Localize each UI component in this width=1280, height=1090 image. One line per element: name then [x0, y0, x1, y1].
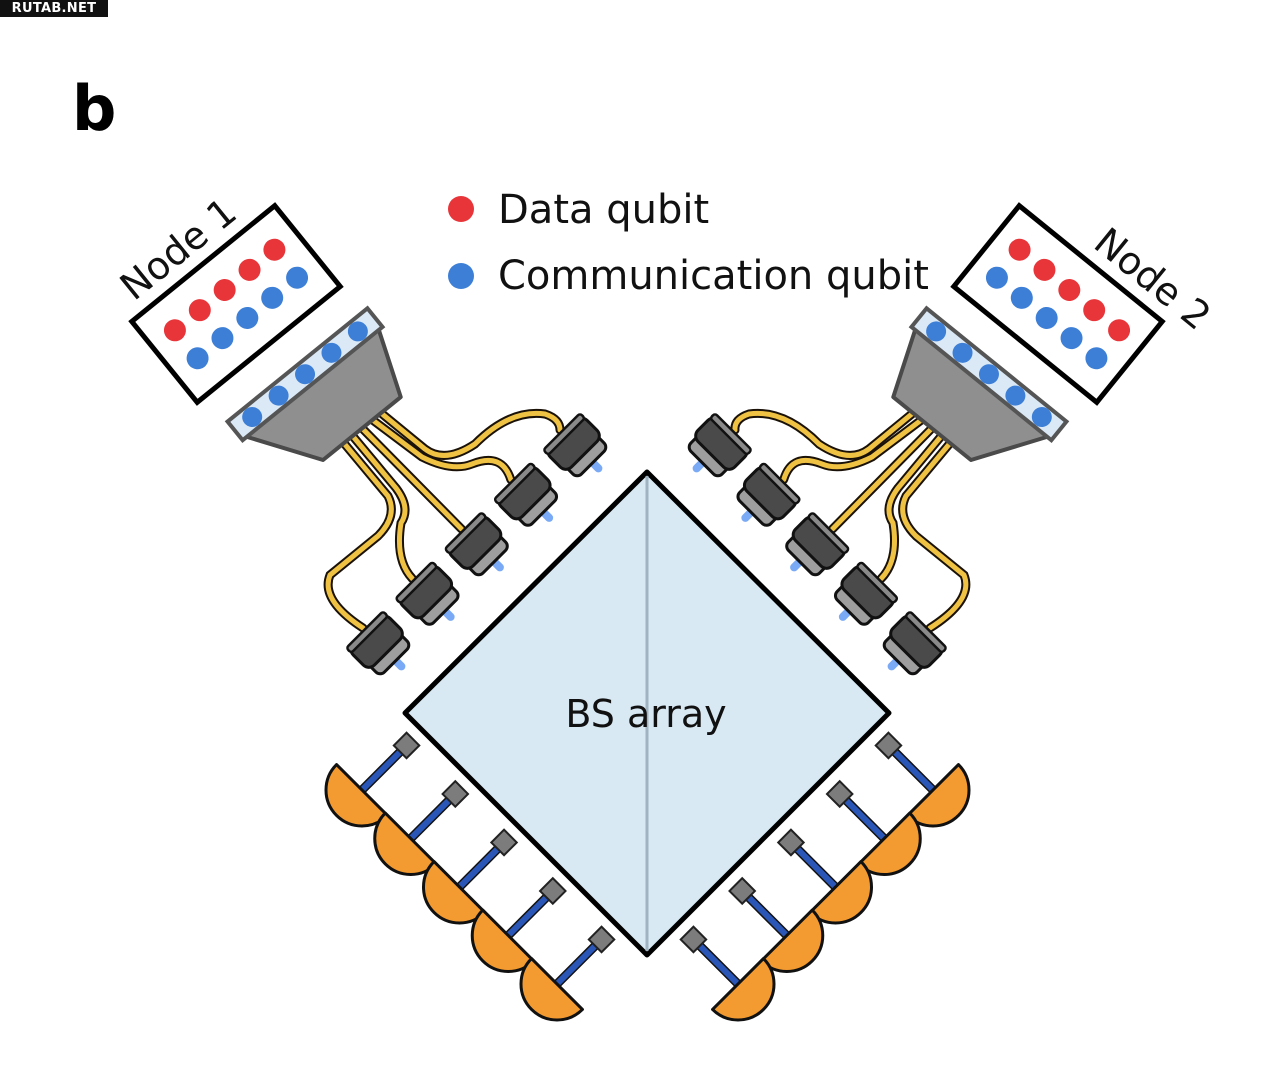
data-qubit	[238, 258, 261, 281]
node-2-interface	[891, 305, 1070, 463]
fiber	[732, 401, 927, 458]
single-photon-detector	[759, 811, 886, 938]
interface-communication-qubit	[952, 342, 973, 363]
fiber	[900, 433, 969, 631]
communication-qubit	[261, 286, 284, 309]
interface-communication-qubit	[1005, 385, 1026, 406]
fiber	[359, 409, 514, 482]
bs-array: BS array	[402, 469, 892, 958]
communication-qubit	[211, 327, 234, 350]
fiber	[830, 417, 943, 532]
legend-communication-qubit-label: Communication qubit	[498, 253, 929, 299]
interface-communication-qubit	[268, 385, 289, 406]
data-qubit	[163, 319, 186, 342]
interface-communication-qubit	[978, 364, 999, 385]
communication-qubit	[985, 266, 1008, 289]
single-photon-detector	[710, 859, 837, 986]
node-1-interface	[224, 305, 403, 463]
interface-communication-qubit	[1031, 407, 1052, 428]
bs-array-label: BS array	[565, 692, 726, 736]
communication-qubit	[1010, 286, 1033, 309]
single-photon-detector	[311, 714, 438, 841]
panel-label: b	[72, 72, 117, 145]
fiber	[325, 433, 394, 631]
single-photon-detector	[506, 908, 633, 1035]
data-qubit	[1008, 238, 1031, 261]
fiber	[343, 425, 415, 581]
interface-communication-qubit	[242, 407, 263, 428]
legend-data-qubit-label: Data qubit	[498, 187, 709, 233]
communication-qubit	[1035, 306, 1058, 329]
node-2-box	[950, 202, 1166, 406]
legend-data-qubit-marker	[448, 196, 474, 222]
single-photon-detector	[662, 908, 789, 1035]
node-1-box	[128, 202, 344, 406]
data-qubit	[188, 299, 211, 322]
communication-qubit	[186, 347, 209, 370]
fiber	[781, 409, 935, 482]
fiber	[351, 417, 464, 532]
single-photon-detector	[808, 762, 935, 889]
data-qubit	[1083, 299, 1106, 322]
legend: Data qubit Communication qubit	[448, 187, 929, 299]
legend-communication-qubit-marker	[448, 263, 474, 289]
single-photon-detector	[857, 714, 984, 841]
single-photon-detector	[360, 762, 487, 889]
interface-communication-qubit	[926, 321, 947, 342]
data-qubit	[213, 279, 236, 302]
data-qubit	[1108, 319, 1131, 342]
data-qubit	[263, 238, 286, 261]
watermark: RUTAB.NET	[0, 0, 108, 17]
single-photon-detector	[457, 859, 584, 986]
interface-communication-qubit	[347, 321, 368, 342]
fiber-bundle-node-2	[730, 399, 971, 633]
fiber-bundle-node-1	[323, 399, 565, 633]
interface-communication-qubit	[321, 342, 342, 363]
data-qubit	[1058, 279, 1081, 302]
communication-qubit	[286, 266, 309, 289]
communication-qubit	[1085, 347, 1108, 370]
data-qubit	[1033, 258, 1056, 281]
communication-qubit	[1060, 327, 1083, 350]
single-photon-detector	[409, 811, 536, 938]
communication-qubit	[236, 306, 259, 329]
interface-communication-qubit	[295, 364, 316, 385]
fiber	[878, 425, 951, 581]
fiber	[367, 401, 563, 458]
